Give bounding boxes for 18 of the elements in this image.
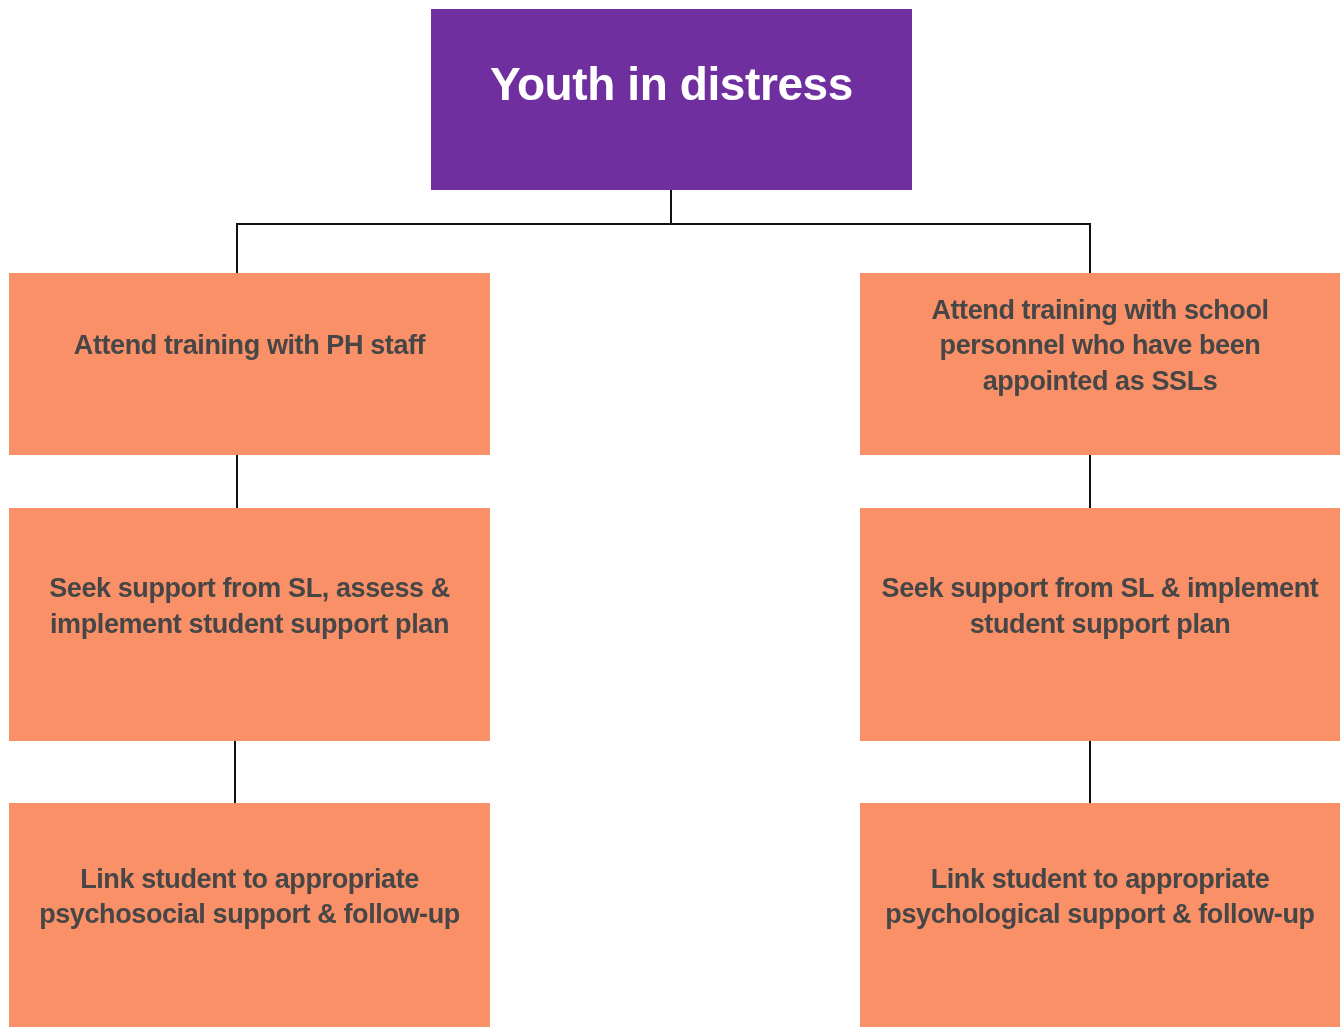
connector-line [234, 740, 236, 804]
step-text: Attend training with PH staff [73, 329, 426, 363]
step-text: Seek support from SL, assess & implement student support plan [48, 572, 451, 641]
step-box [9, 803, 490, 1027]
connector-line [236, 454, 238, 509]
step-text: Attend training with school personnel who have been appointed as SSLs [930, 294, 1270, 398]
step-box [9, 508, 490, 741]
step-box [860, 273, 1340, 455]
connector-line [1089, 454, 1091, 509]
step-text: Link student to appropriate psychosocial support & follow-up [38, 862, 461, 931]
step-box [860, 508, 1340, 741]
step-text: Seek support from SL & implement student support plan [880, 572, 1320, 641]
step-box [9, 273, 490, 455]
box-title: Youth in distress [490, 56, 853, 112]
connector-line [1089, 740, 1091, 804]
step-box [860, 803, 1340, 1027]
step-text: Link student to appropriate psychological support & follow-up [884, 862, 1316, 931]
title-box [431, 9, 912, 190]
